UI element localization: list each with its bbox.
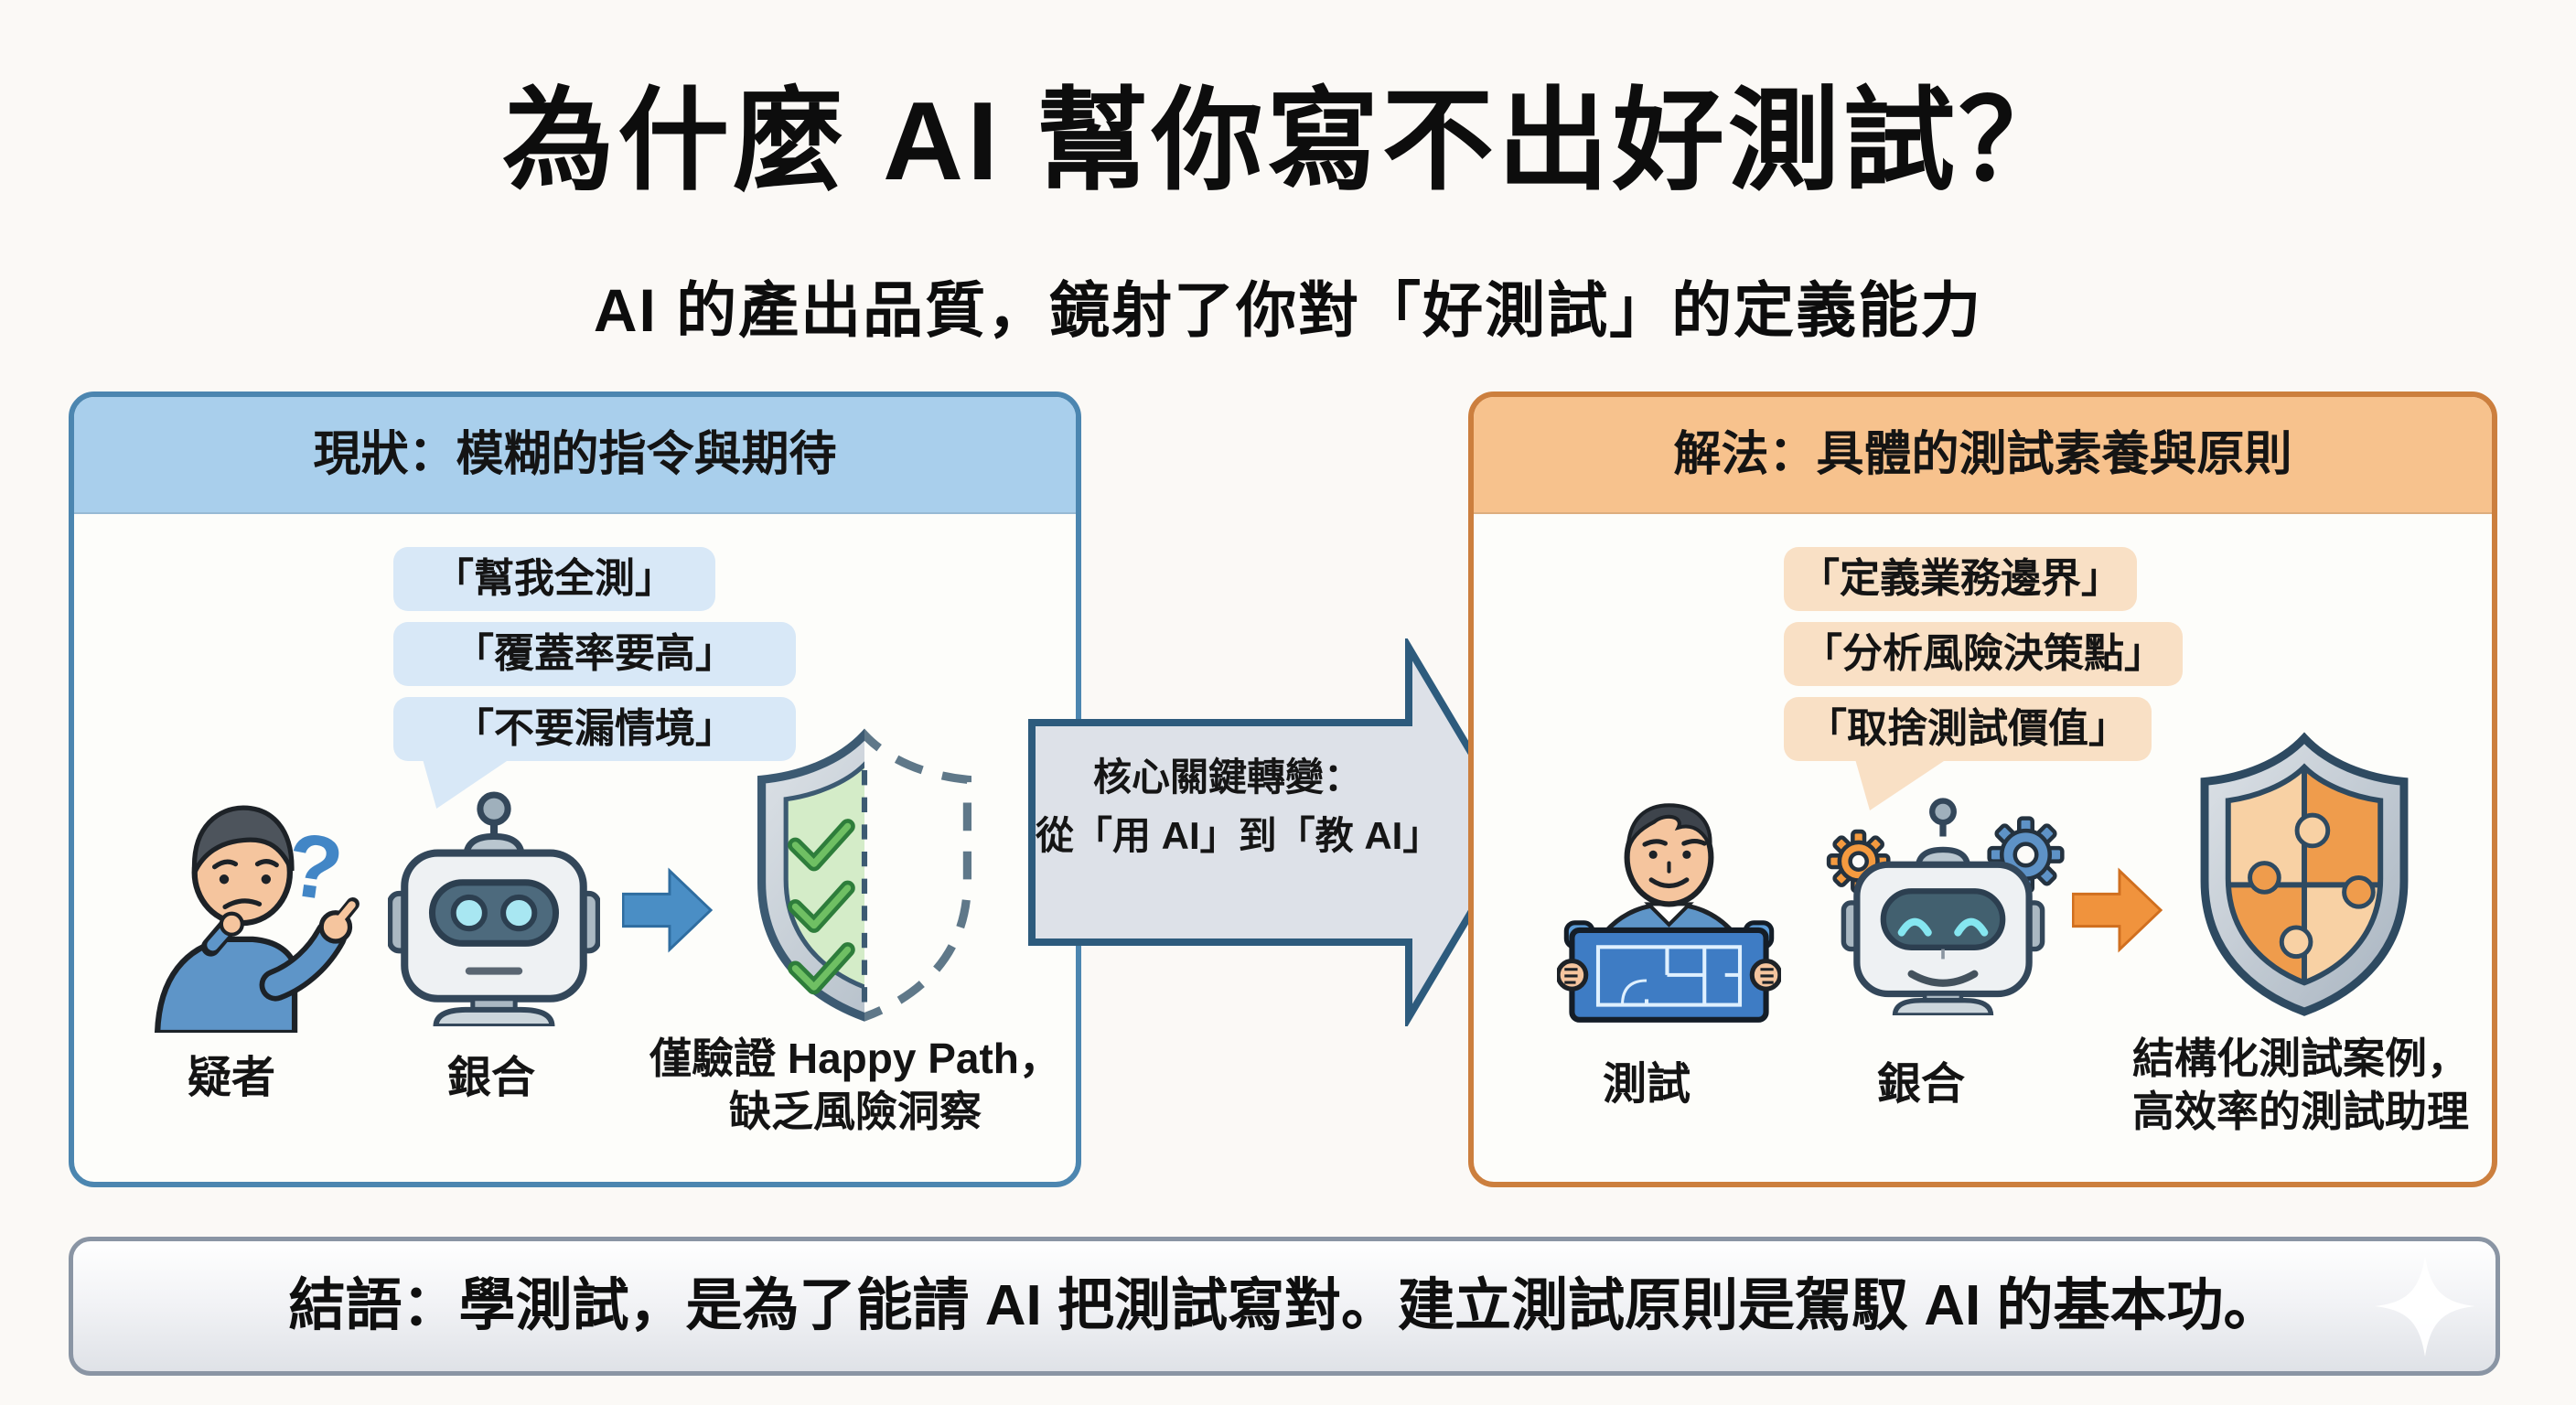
person-label: 測試 bbox=[1602, 1060, 1690, 1109]
robot-gears-icon bbox=[1826, 798, 2065, 1015]
transition-line2: 從「用 AI」到「教 AI」 bbox=[1036, 814, 1442, 857]
speech-bubble: 「分析風險決策點」 bbox=[1784, 622, 2183, 686]
current-state-header: 現狀：模糊的指令與期待 bbox=[74, 397, 1076, 514]
speech-bubble: 「取捨測試價值」 bbox=[1784, 697, 2152, 761]
solution-header: 解法：具體的測試素養與原則 bbox=[1474, 397, 2492, 514]
person-label: 疑者 bbox=[187, 1054, 275, 1102]
half-shield-icon bbox=[757, 728, 972, 1022]
current-state-panel: 現狀：模糊的指令與期待 bbox=[69, 391, 1081, 1187]
arrow-right-icon bbox=[2072, 867, 2163, 953]
robot-icon bbox=[388, 791, 600, 1026]
speech-bubble: 「幫我全測」 bbox=[393, 547, 715, 611]
arrow-right-icon bbox=[622, 867, 714, 953]
shield-caption-line1: 結構化測試案例， bbox=[2132, 1035, 2469, 1082]
solution-panel: 解法：具體的測試素養與原則 bbox=[1468, 391, 2497, 1187]
transition-arrow-text: 核心關鍵轉變： 從「用 AI」到「教 AI」 bbox=[1036, 748, 1442, 865]
speech-bubble: 「定義業務邊界」 bbox=[1784, 547, 2137, 611]
robot-label: 銀合 bbox=[1876, 1060, 1965, 1109]
transition-line1: 核心關鍵轉變： bbox=[1092, 756, 1362, 799]
shield-caption-line1: 僅驗證 Happy Path， bbox=[649, 1035, 1061, 1082]
conclusion-text: 結語：學測試，是為了能請 AI 把測試寫對。建立測試原則是駕馭 AI 的基本功。 bbox=[288, 1274, 2281, 1337]
transition-arrow bbox=[1028, 638, 1523, 1026]
thinking-person-icon: ? bbox=[154, 805, 360, 1033]
speech-bubble: 「覆蓋率要高」 bbox=[393, 622, 796, 686]
shield-caption-line2: 高效率的測試助理 bbox=[2132, 1088, 2469, 1135]
sparkle-icon bbox=[2374, 1255, 2476, 1357]
shield-caption: 結構化測試案例， 高效率的測試助理 bbox=[2072, 1032, 2529, 1138]
blueprint-person-icon bbox=[1557, 803, 1781, 1023]
page-title: 為什麼 AI 幫你寫不出好測試？ bbox=[502, 79, 2074, 203]
speech-bubble: 「不要漏情境」 bbox=[393, 697, 796, 761]
puzzle-shield-icon bbox=[2200, 732, 2409, 1016]
conclusion-bar: 結語：學測試，是為了能請 AI 把測試寫對。建立測試原則是駕馭 AI 的基本功。 bbox=[69, 1237, 2500, 1376]
shield-caption: 僅驗證 Happy Path， 缺乏風險洞察 bbox=[622, 1032, 1089, 1138]
shield-caption-line2: 缺乏風險洞察 bbox=[729, 1088, 982, 1135]
robot-label: 銀合 bbox=[446, 1054, 535, 1102]
page-subtitle: AI 的產出品質，鏡射了你對「好測試」的定義能力 bbox=[593, 276, 1983, 344]
